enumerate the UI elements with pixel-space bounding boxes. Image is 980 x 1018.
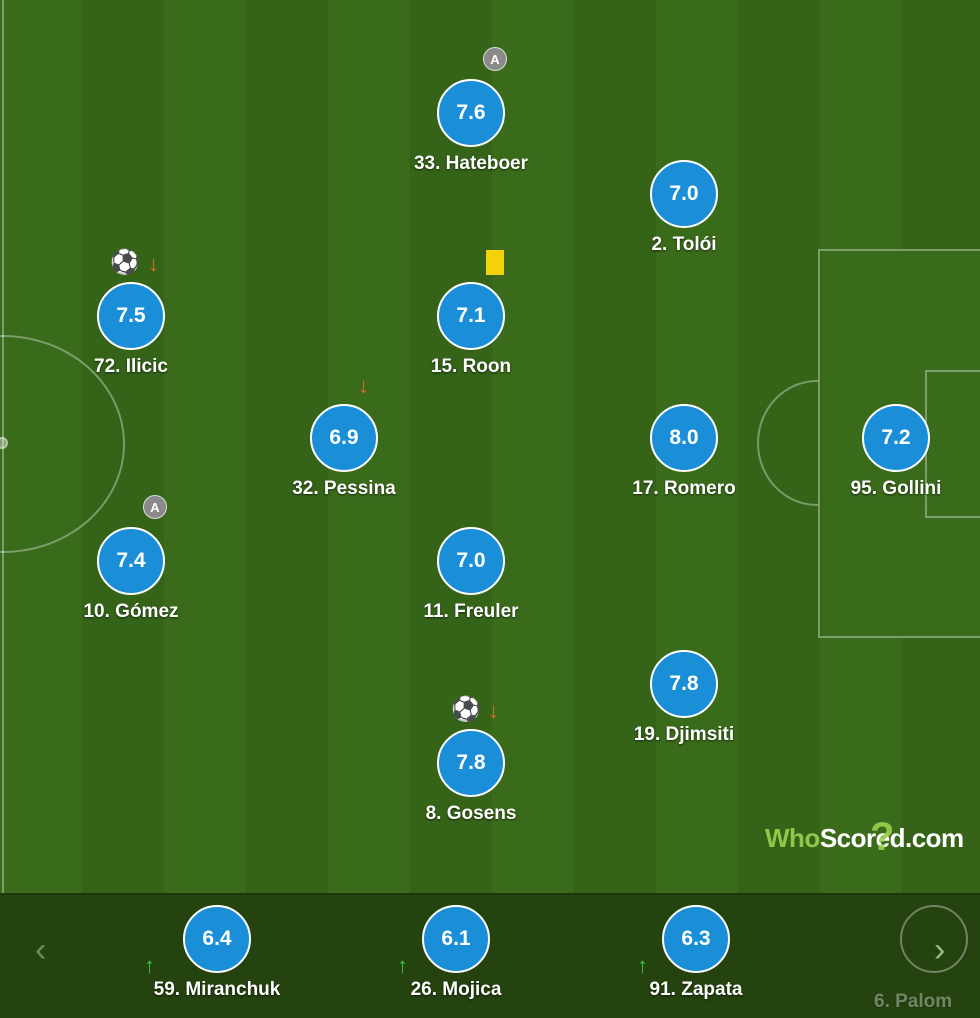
player-rating: 7.6 <box>437 79 505 147</box>
ball-icon: ⚽ <box>110 249 140 276</box>
player-name: 6. Palom <box>874 991 953 1012</box>
sub-palomino[interactable]: 6. Palom <box>872 905 980 1015</box>
player-gollini[interactable]: 7.2 95. Gollini <box>796 404 980 500</box>
substitutes-bar: ‹ ↑ 6.4 59. Miranchuk ↑ 6.1 26. Mojica ↑… <box>0 893 980 1018</box>
next-arrow-icon[interactable]: › <box>934 931 946 969</box>
player-romero[interactable]: 8.0 17. Romero <box>584 404 784 500</box>
player-rating: 8.0 <box>650 404 718 472</box>
sub-miranchuk[interactable]: 6.4 59. Miranchuk <box>107 905 327 1001</box>
player-name: 72. Ilicic <box>94 356 168 377</box>
player-name: 10. Gómez <box>83 601 179 622</box>
captain-badge: A <box>143 495 167 519</box>
player-ilicic[interactable]: 7.5 72. Ilicic <box>31 282 231 378</box>
sub-off-arrow-icon: ↓ <box>488 698 499 723</box>
logo-question-icon: ? <box>870 815 894 859</box>
sub-mojica[interactable]: 6.1 26. Mojica <box>346 905 566 1001</box>
player-name: 19. Djimsiti <box>633 724 735 745</box>
sub-on-arrow-icon: ↑ <box>144 953 155 978</box>
player-rating: 7.0 <box>650 160 718 228</box>
player-name: 17. Romero <box>632 478 736 499</box>
player-gomez[interactable]: 7.4 10. Gómez <box>31 527 231 623</box>
player-pessina[interactable]: 6.9 32. Pessina <box>244 404 444 500</box>
sub-zapata[interactable]: 6.3 91. Zapata <box>586 905 806 1001</box>
player-gosens[interactable]: 7.8 8. Gosens <box>371 729 571 825</box>
logo-com: .com <box>904 823 964 853</box>
player-name: 11. Freuler <box>423 601 519 622</box>
player-name: 15. Roon <box>430 356 512 377</box>
ball-icon: ⚽ <box>451 696 481 723</box>
yellow-card-icon <box>486 250 504 275</box>
player-hateboer[interactable]: 7.6 33. Hateboer <box>371 79 571 175</box>
player-roon[interactable]: 7.1 15. Roon <box>371 282 571 378</box>
sub-on-arrow-icon: ↑ <box>637 953 648 978</box>
whoscored-logo: ? WhoScored.com <box>765 815 964 859</box>
player-rating: 6.3 <box>662 905 730 973</box>
player-name: 8. Gosens <box>425 803 517 824</box>
player-name: 59. Miranchuk <box>153 979 281 1000</box>
player-freuler[interactable]: 7.0 11. Freuler <box>371 527 571 623</box>
sub-off-arrow-icon: ↓ <box>358 373 369 398</box>
player-rating-ring <box>900 905 968 973</box>
player-rating: 7.0 <box>437 527 505 595</box>
player-rating: 6.4 <box>183 905 251 973</box>
player-rating: 7.8 <box>437 729 505 797</box>
player-name: 91. Zapata <box>649 979 743 1000</box>
player-djimsiti[interactable]: 7.8 19. Djimsiti <box>584 650 784 746</box>
pitch: A 7.6 33. Hateboer 7.0 2. Tolói ⚽ ↓ 7.5 … <box>0 0 980 893</box>
player-rating: 7.2 <box>862 404 930 472</box>
player-rating: 6.9 <box>310 404 378 472</box>
logo-who: Who <box>765 823 820 853</box>
player-rating: 7.8 <box>650 650 718 718</box>
sub-on-arrow-icon: ↑ <box>397 953 408 978</box>
player-rating: 7.5 <box>97 282 165 350</box>
captain-badge: A <box>483 47 507 71</box>
player-name: 2. Tolói <box>651 234 717 255</box>
player-name: 33. Hateboer <box>413 153 529 174</box>
center-spot <box>0 437 8 449</box>
player-rating: 7.1 <box>437 282 505 350</box>
player-rating: 6.1 <box>422 905 490 973</box>
player-name: 26. Mojica <box>410 979 502 1000</box>
player-name: 95. Gollini <box>850 478 942 499</box>
player-name: 32. Pessina <box>292 478 396 499</box>
player-toloi[interactable]: 7.0 2. Tolói <box>584 160 784 256</box>
prev-arrow-icon[interactable]: ‹ <box>35 931 47 969</box>
player-rating: 7.4 <box>97 527 165 595</box>
logo-scored: Scored <box>819 823 906 853</box>
sub-off-arrow-icon: ↓ <box>148 251 159 276</box>
